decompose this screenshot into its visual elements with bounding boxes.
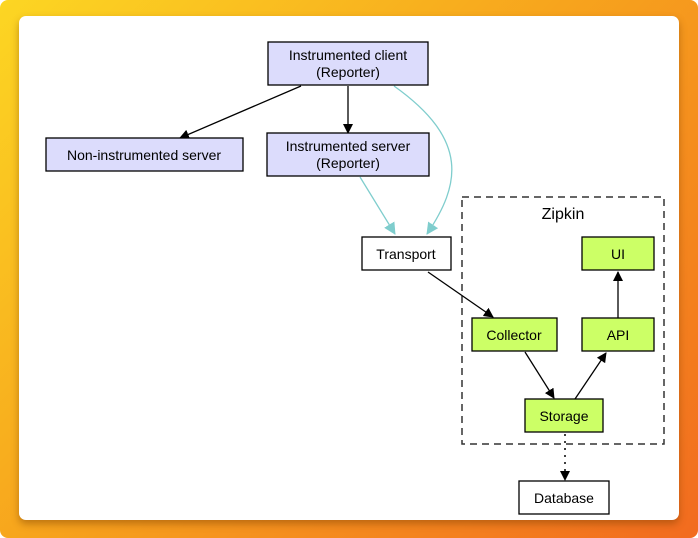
- node-instrumented-server-box[interactable]: [266, 132, 430, 177]
- node-instrumented-client-line2: (Reporter): [316, 64, 380, 80]
- node-database-box[interactable]: [518, 480, 610, 515]
- node-instrumented-client-box[interactable]: [267, 41, 429, 86]
- node-database-label: Database: [534, 490, 594, 506]
- node-collector-box[interactable]: [471, 317, 558, 352]
- node-storage-label: Storage: [539, 408, 588, 424]
- node-transport-box[interactable]: [361, 236, 452, 271]
- node-instrumented-server[interactable]: Instrumented server (Reporter): [266, 132, 430, 177]
- node-ui[interactable]: UI: [581, 236, 655, 271]
- node-ui-label: UI: [611, 246, 625, 262]
- node-non-instrumented-server-box[interactable]: [45, 137, 244, 172]
- diagram-card: [19, 16, 679, 520]
- node-storage-box[interactable]: [524, 398, 604, 433]
- edge-storage-to-api: [574, 352, 607, 400]
- node-instrumented-server-line1: Instrumented server: [286, 138, 411, 154]
- node-collector[interactable]: Collector: [471, 317, 558, 352]
- node-instrumented-server-line2: (Reporter): [316, 155, 380, 171]
- node-api-label: API: [607, 327, 630, 343]
- edge-server-to-transport: [359, 176, 396, 235]
- zipkin-cluster: Zipkin: [461, 196, 665, 445]
- zipkin-cluster-label: Zipkin: [542, 206, 585, 223]
- node-api[interactable]: API: [581, 317, 655, 352]
- node-non-instrumented-server-label: Non-instrumented server: [67, 147, 221, 163]
- node-api-box[interactable]: [581, 317, 655, 352]
- node-collector-label: Collector: [486, 327, 542, 343]
- node-non-instrumented-server[interactable]: Non-instrumented server: [45, 137, 244, 172]
- edge-transport-to-collector: [427, 271, 494, 318]
- node-transport[interactable]: Transport: [361, 236, 452, 271]
- edge-client-to-noninstrumented: [179, 85, 302, 140]
- node-transport-label: Transport: [376, 246, 436, 262]
- node-storage[interactable]: Storage: [524, 398, 604, 433]
- edge-client-to-transport: [393, 85, 453, 235]
- edge-collector-to-storage: [524, 351, 555, 399]
- zipkin-cluster-border: [461, 196, 665, 445]
- node-database[interactable]: Database: [518, 480, 610, 515]
- node-instrumented-client-line1: Instrumented client: [289, 47, 407, 63]
- edges: [179, 85, 623, 481]
- node-instrumented-client[interactable]: Instrumented client (Reporter): [267, 41, 429, 86]
- node-ui-box[interactable]: [581, 236, 655, 271]
